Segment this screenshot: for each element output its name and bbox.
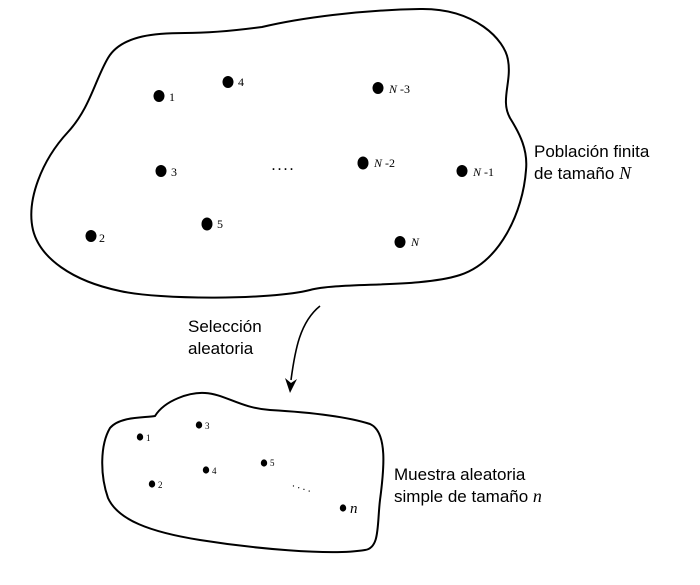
- label-3: 3: [171, 165, 177, 179]
- population-ellipsis: . . . .: [272, 159, 293, 173]
- sample-point-n: [339, 504, 347, 512]
- label-2: 2: [99, 231, 105, 245]
- label-N: N: [410, 235, 420, 249]
- sample-label-1: 1: [146, 433, 151, 443]
- sample-outline: [101, 391, 385, 554]
- population-caption-line2: de tamaño N: [534, 163, 632, 183]
- point-1: [153, 90, 165, 102]
- point-4: [222, 76, 234, 88]
- selection-caption-line2: aleatoria: [188, 339, 254, 358]
- label-N-1: N -1: [472, 165, 494, 179]
- label-5: 5: [217, 217, 223, 231]
- point-N-3: [372, 82, 384, 94]
- population-caption-line1: Población finita: [534, 142, 650, 161]
- sample-ellipsis: . . . .: [291, 477, 313, 494]
- label-N-3: N -3: [388, 82, 410, 96]
- label-N-2: N -2: [373, 156, 395, 170]
- point-2: [85, 230, 97, 242]
- point-5: [201, 217, 213, 231]
- population-labels: 1 4 3 5 2 N -3 N -2 N -1 N . . . .: [99, 75, 494, 249]
- selection-arrow: [290, 305, 321, 381]
- sample-caption-line2: simple de tamaño n: [394, 486, 542, 506]
- sample-labels: 1 3 4 5 2 n . . . .: [146, 421, 358, 517]
- selection-arrowhead: [285, 378, 297, 393]
- selection-caption-line1: Selección: [188, 317, 262, 336]
- sample-label-3: 3: [205, 421, 210, 431]
- point-N-2: [357, 156, 369, 170]
- sample-label-5: 5: [270, 458, 275, 468]
- sample-point-4: [202, 466, 210, 474]
- sample-label-n: n: [350, 501, 358, 517]
- point-N: [394, 236, 406, 248]
- population-points: [85, 76, 468, 248]
- label-4: 4: [238, 75, 244, 89]
- population-outline: [30, 7, 528, 299]
- point-N-1: [456, 165, 468, 177]
- sample-point-2: [148, 480, 156, 488]
- sample-label-4: 4: [212, 466, 217, 476]
- sample-point-3: [195, 421, 203, 429]
- point-3: [155, 165, 167, 177]
- sample-point-5: [260, 459, 268, 467]
- label-1: 1: [169, 90, 175, 104]
- sample-points: [136, 421, 347, 512]
- sample-caption-line1: Muestra aleatoria: [394, 465, 526, 484]
- sample-label-2: 2: [158, 480, 163, 490]
- sample-point-1: [136, 433, 144, 441]
